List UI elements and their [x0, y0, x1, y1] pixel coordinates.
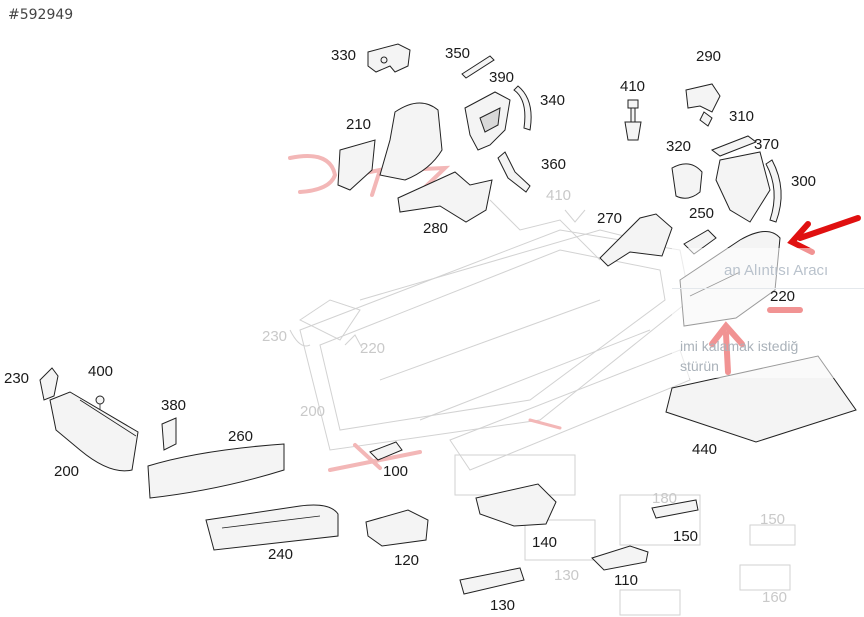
ghost-label-230: 230	[262, 328, 288, 345]
ghost-label-130: 130	[554, 567, 580, 584]
label-300: 300	[791, 173, 817, 190]
part-130[interactable]	[459, 567, 525, 595]
label-230: 230	[4, 370, 30, 387]
part-110[interactable]	[591, 545, 649, 571]
label-130: 130	[490, 597, 516, 614]
label-140: 140	[532, 534, 558, 551]
part-290[interactable]	[685, 83, 721, 113]
label-260: 260	[228, 428, 254, 445]
ghost-label-150: 150	[760, 511, 786, 528]
label-440: 440	[692, 441, 718, 458]
part-240[interactable]	[205, 504, 339, 551]
part-350[interactable]	[461, 55, 495, 79]
label-360: 360	[541, 156, 567, 173]
label-340: 340	[540, 92, 566, 109]
part-310[interactable]	[699, 111, 713, 127]
label-380: 380	[161, 397, 187, 414]
label-370: 370	[754, 136, 780, 153]
part-340[interactable]	[513, 85, 532, 131]
part-280[interactable]	[397, 171, 493, 223]
part-230[interactable]	[39, 367, 59, 401]
label-200: 200	[54, 463, 80, 480]
part-100[interactable]	[369, 441, 403, 461]
label-250: 250	[689, 205, 715, 222]
label-320: 320	[666, 138, 692, 155]
ghost-label-200: 200	[300, 403, 326, 420]
label-400: 400	[88, 363, 114, 380]
ghost-label-410: 410	[546, 187, 572, 204]
label-390: 390	[489, 69, 515, 86]
part-390[interactable]	[464, 91, 511, 151]
label-350: 350	[445, 45, 471, 62]
tooltip-ghost	[672, 248, 864, 378]
label-330: 330	[331, 47, 357, 64]
part-260[interactable]	[147, 443, 285, 499]
label-100: 100	[383, 463, 409, 480]
part-210[interactable]	[337, 102, 443, 191]
part-150[interactable]	[651, 499, 699, 519]
label-270: 270	[597, 210, 623, 227]
part-410[interactable]	[624, 99, 642, 141]
label-290: 290	[696, 48, 722, 65]
label-310: 310	[729, 108, 755, 125]
label-110: 110	[614, 572, 638, 589]
part-360[interactable]	[497, 151, 531, 193]
part-330[interactable]	[367, 43, 411, 73]
label-220: 220	[770, 288, 796, 305]
tooltip-line-2: stürün	[680, 358, 719, 374]
label-410: 410	[620, 78, 646, 95]
ghost-label-180: 180	[652, 490, 678, 507]
ghost-seat-frame	[289, 199, 796, 616]
part-370[interactable]	[710, 135, 758, 157]
part-380[interactable]	[161, 417, 177, 451]
label-210: 210	[346, 116, 372, 133]
label-150: 150	[673, 528, 699, 545]
part-200[interactable]	[49, 391, 139, 472]
part-cover-upper[interactable]	[715, 151, 771, 223]
label-120: 120	[394, 552, 420, 569]
tooltip-title: an Alıntısı Aracı	[724, 262, 829, 279]
red-arrow-right-shaft	[797, 215, 861, 241]
label-280: 280	[423, 220, 449, 237]
part-140[interactable]	[475, 483, 557, 527]
label-240: 240	[268, 546, 294, 563]
image-id-label: #592949	[8, 7, 74, 23]
tooltip-line-1: imi kalamak istediğ	[680, 338, 799, 354]
part-270[interactable]	[599, 213, 673, 267]
tooltip-divider	[672, 248, 864, 289]
part-120[interactable]	[365, 509, 429, 547]
ghost-label-220: 220	[360, 340, 386, 357]
part-320[interactable]	[671, 163, 703, 199]
ghost-label-160: 160	[762, 589, 788, 606]
part-300[interactable]	[765, 159, 782, 223]
